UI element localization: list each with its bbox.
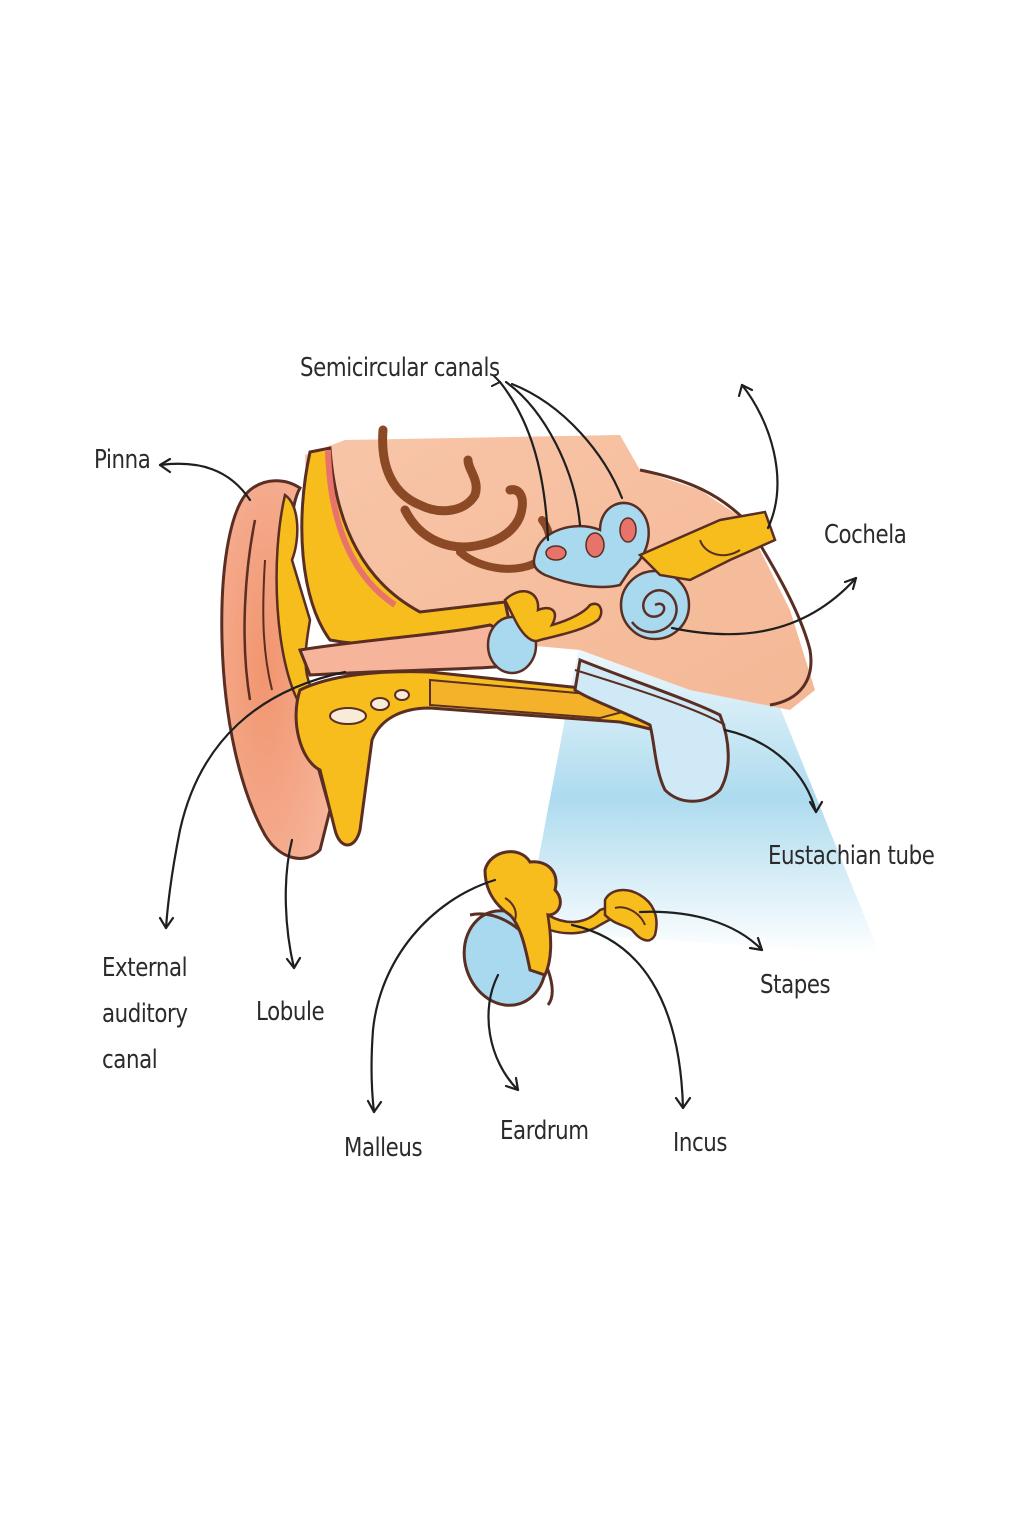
label-eardrum: Eardrum [500, 1116, 589, 1146]
label-cochlea: Cochela [824, 520, 907, 550]
label-pinna: Pinna [94, 445, 151, 475]
ossicles [503, 590, 603, 643]
label-external-line-1: External [102, 953, 188, 983]
annotation-arrows [158, 375, 858, 1114]
label-malleus: Malleus [344, 1133, 423, 1163]
label-external-line-3: canal [102, 1045, 158, 1075]
brain-folds [378, 425, 481, 516]
zoomed-stapes [603, 888, 658, 942]
auditory-nerve [637, 510, 777, 582]
label-stapes: Stapes [760, 970, 831, 1000]
label-incus: Incus [673, 1128, 728, 1158]
zoomed-ossicles [462, 850, 658, 1007]
pinna [220, 479, 332, 860]
label-external-line-2: auditory [102, 999, 188, 1029]
label-eustachian-tube: Eustachian tube [768, 841, 935, 871]
label-semicircular-canals: Semicircular canals [300, 353, 500, 383]
eustachian-tube [573, 657, 730, 803]
label-lobule: Lobule [256, 997, 325, 1027]
label-external-auditory-canal: External auditory canal [102, 945, 200, 1083]
